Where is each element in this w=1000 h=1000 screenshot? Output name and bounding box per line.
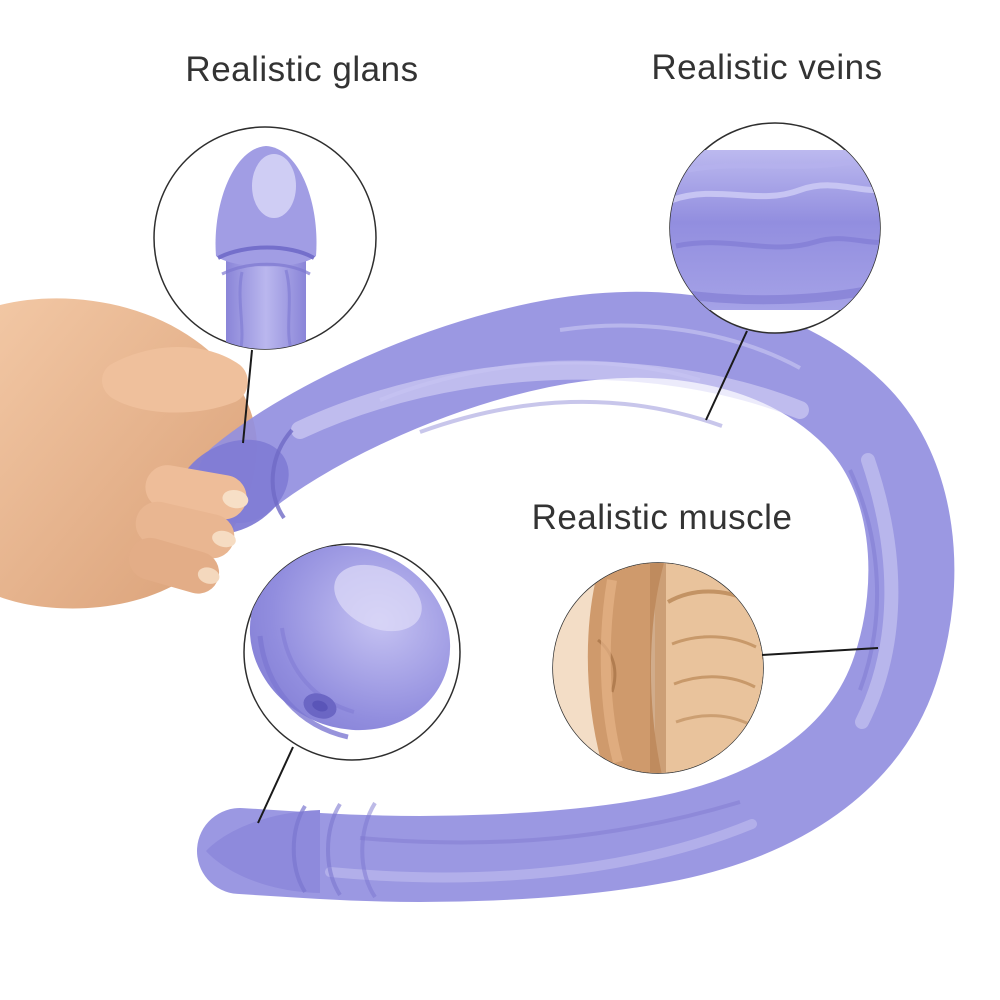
callout-tip	[243, 543, 461, 761]
muscle-photo-arm-highlight	[600, 579, 623, 764]
leader-line-muscle	[761, 647, 879, 656]
tip-detail-highlight	[334, 564, 422, 632]
tube-vein-5	[559, 323, 801, 370]
label-realistic-glans: Realistic glans	[185, 50, 419, 89]
glans-detail-corona-1	[217, 245, 316, 260]
glans-detail-corona-2	[221, 262, 311, 276]
tube-highlight-right	[855, 453, 899, 729]
muscle-photo-ab-line-1	[671, 635, 757, 649]
tip-detail-ridge-2	[280, 627, 355, 714]
finger-3	[129, 537, 220, 594]
leader-lines	[242, 330, 879, 824]
hand-fingers	[129, 465, 249, 594]
finger-2-nail	[212, 530, 236, 548]
callout-veins	[669, 122, 881, 334]
callout-muscle	[552, 562, 764, 774]
tube-vein-3	[848, 469, 880, 691]
glans-detail-vein-2	[284, 269, 294, 349]
veins-detail-cylinder	[670, 150, 880, 310]
glans-detail-highlight	[252, 154, 296, 218]
tube-highlight-top	[291, 361, 809, 439]
tip-detail-dimple-core	[312, 700, 328, 712]
tube-highlight-bottom	[325, 819, 757, 883]
muscle-photo-ab-line-2	[673, 675, 756, 689]
product-tube	[197, 291, 955, 902]
tube-vein-1	[379, 360, 701, 402]
veins-detail-vein-1	[671, 182, 880, 203]
muscle-photo-ab-line-3	[675, 714, 754, 728]
tube-vein-4	[359, 800, 741, 845]
veins-detail-vein-2	[675, 236, 880, 250]
hand-thumb	[102, 346, 248, 413]
leader-line-tip	[257, 746, 294, 824]
product-tip-left	[206, 810, 320, 893]
label-realistic-veins: Realistic veins	[651, 48, 883, 87]
tip-ridge-3	[360, 801, 377, 899]
product-body	[175, 291, 955, 902]
glans-detail-shaft	[226, 256, 306, 349]
tip-ridge-2	[326, 802, 342, 897]
tip-ridge-1	[291, 804, 307, 894]
leader-line-glans	[242, 349, 253, 444]
veins-detail-vein-3	[687, 159, 853, 173]
glans-corona-line	[270, 428, 294, 520]
leader-line-veins	[705, 330, 748, 421]
tube-vein-2	[419, 399, 723, 434]
glans-detail-vein-1	[238, 271, 244, 349]
muscle-photo-shadow	[650, 563, 666, 773]
tip-detail-ridge-1	[257, 635, 349, 740]
finger-3-nail	[197, 567, 220, 584]
label-realistic-muscle: Realistic muscle	[531, 498, 793, 537]
callout-glans	[153, 126, 377, 350]
finger-1-nail	[222, 489, 249, 509]
muscle-photo-torso	[655, 563, 763, 773]
